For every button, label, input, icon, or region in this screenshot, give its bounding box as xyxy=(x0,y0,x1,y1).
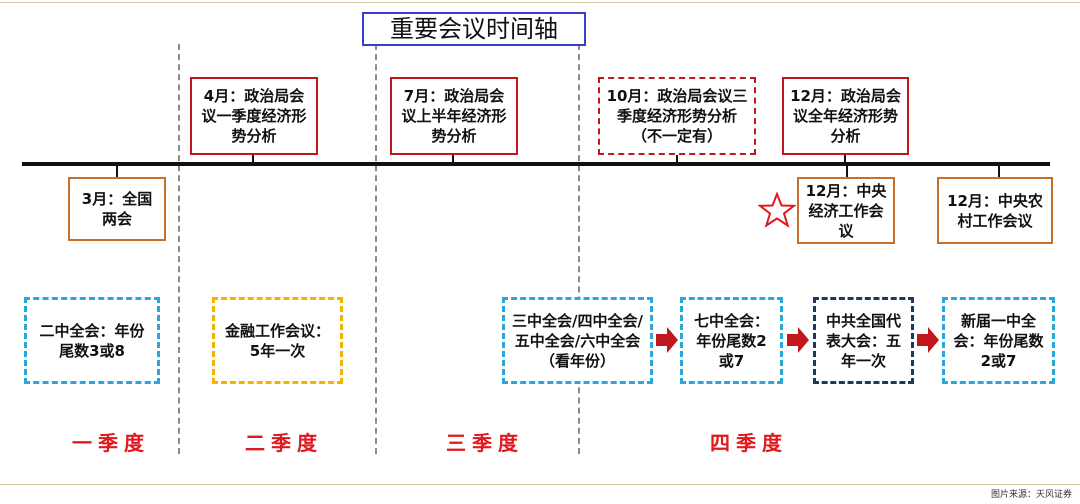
event-december-politburo: 12月：政治局会议全年经济形势分析 xyxy=(782,77,909,155)
event-july-politburo: 7月：政治局会议上半年经济形势分析 xyxy=(390,77,518,155)
event-december-central-rural-work: 12月：中央农村工作会议 xyxy=(937,177,1053,244)
meeting-new-first-plenum: 新届一中全会：年份尾数2或7 xyxy=(942,297,1055,384)
arrow-right-icon xyxy=(656,327,678,353)
axis-tick-december-cewc xyxy=(846,165,848,177)
event-december-central-economic-work: 12月：中央经济工作会议 xyxy=(797,177,895,244)
meeting-third-to-sixth-plenum: 三中全会/四中全会/五中全会/六中全会（看年份） xyxy=(502,297,653,384)
quarter-label-q4: 四季度 xyxy=(710,431,788,455)
diagram-title: 重要会议时间轴 xyxy=(362,12,586,46)
axis-tick-december-rural xyxy=(998,165,1000,177)
quarter-divider-1 xyxy=(178,44,180,454)
event-march-two-sessions: 3月：全国两会 xyxy=(68,177,166,241)
quarter-divider-2 xyxy=(375,44,377,454)
quarter-label-q3: 三季度 xyxy=(446,431,524,455)
meeting-financial-work: 金融工作会议：5年一次 xyxy=(212,297,343,384)
top-border xyxy=(0,2,1080,3)
axis-tick-december-top xyxy=(844,155,846,163)
quarter-label-q2: 二季度 xyxy=(245,431,323,455)
axis-tick-july xyxy=(452,155,454,163)
event-october-politburo: 10月：政治局会议三季度经济形势分析（不一定有） xyxy=(598,77,756,155)
bottom-border xyxy=(0,484,1080,485)
quarter-divider-3 xyxy=(578,44,580,454)
axis-tick-march xyxy=(116,165,118,177)
arrow-right-icon xyxy=(787,327,809,353)
image-source: 图片来源：天风证券 xyxy=(990,490,1072,500)
quarter-label-q1: 一季度 xyxy=(72,431,150,455)
meeting-national-congress: 中共全国代表大会：五年一次 xyxy=(813,297,914,384)
axis-tick-october xyxy=(676,151,678,163)
event-april-politburo: 4月：政治局会议一季度经济形势分析 xyxy=(190,77,318,155)
axis-tick-april xyxy=(252,155,254,163)
meeting-seventh-plenum: 七中全会：年份尾数2或7 xyxy=(680,297,783,384)
timeline-axis xyxy=(22,162,1050,166)
arrow-right-icon xyxy=(917,327,939,353)
star-icon xyxy=(758,192,796,228)
meeting-second-plenum: 二中全会：年份尾数3或8 xyxy=(24,297,160,384)
